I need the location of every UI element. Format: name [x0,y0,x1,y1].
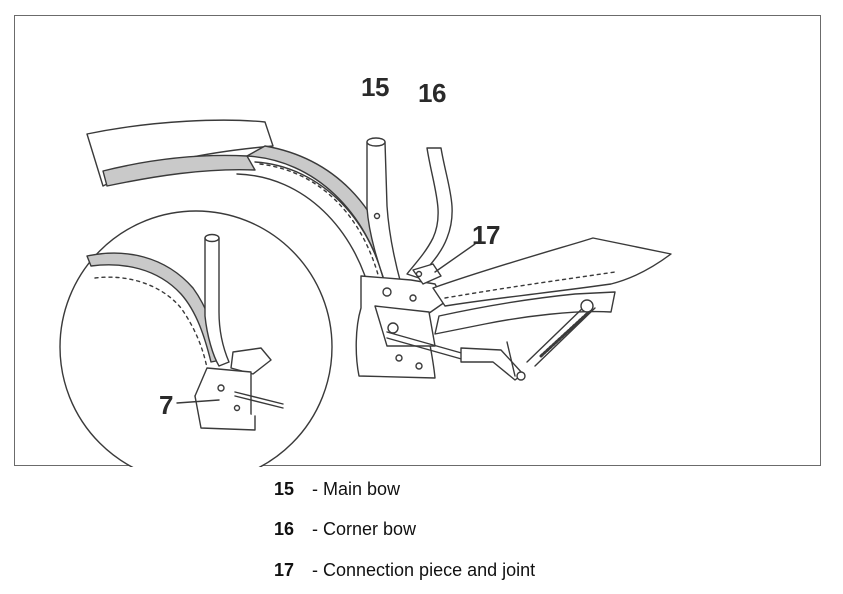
leader-line-17 [434,243,476,273]
side-rail-dashes [444,271,616,299]
legend-description: - Main bow [312,479,401,499]
soft-top-mechanism-illustration [59,119,672,467]
roof-frame-rail [102,154,256,187]
side-rail-lower [434,291,616,335]
linkage-arm [386,322,526,381]
legend-number: 17 [274,560,295,580]
legend-row-connection-piece: 17 - Connection piece and joint [274,559,535,581]
diagram-frame: 15 16 17 7 [14,15,821,467]
legend-row-main-bow: 15 - Main bow [274,478,400,500]
gas-strut [526,299,596,367]
legend-description: - Corner bow [312,519,417,539]
callout-17-connection-piece: 17 [472,220,500,250]
connection-piece-17 [412,263,442,285]
legend-number: 15 [274,479,295,499]
side-rail-frame [432,237,672,307]
callout-16-corner-bow: 16 [418,78,446,108]
callout-15-main-bow: 15 [361,72,389,102]
bolts [373,212,423,370]
legend-number: 16 [274,519,295,539]
legend-row-corner-bow: 16 - Corner bow [274,518,416,540]
main-bow-15 [366,141,402,289]
detail-magnifier [59,210,333,467]
leader-line-7 [176,399,220,404]
detail-view [86,233,284,431]
corner-bow-16 [406,147,453,279]
legend-description: - Connection piece and joint [312,560,536,580]
callout-7-detail-part: 7 [159,390,173,420]
curved-bow-dashes [259,163,381,283]
main-bow-top [366,137,386,147]
